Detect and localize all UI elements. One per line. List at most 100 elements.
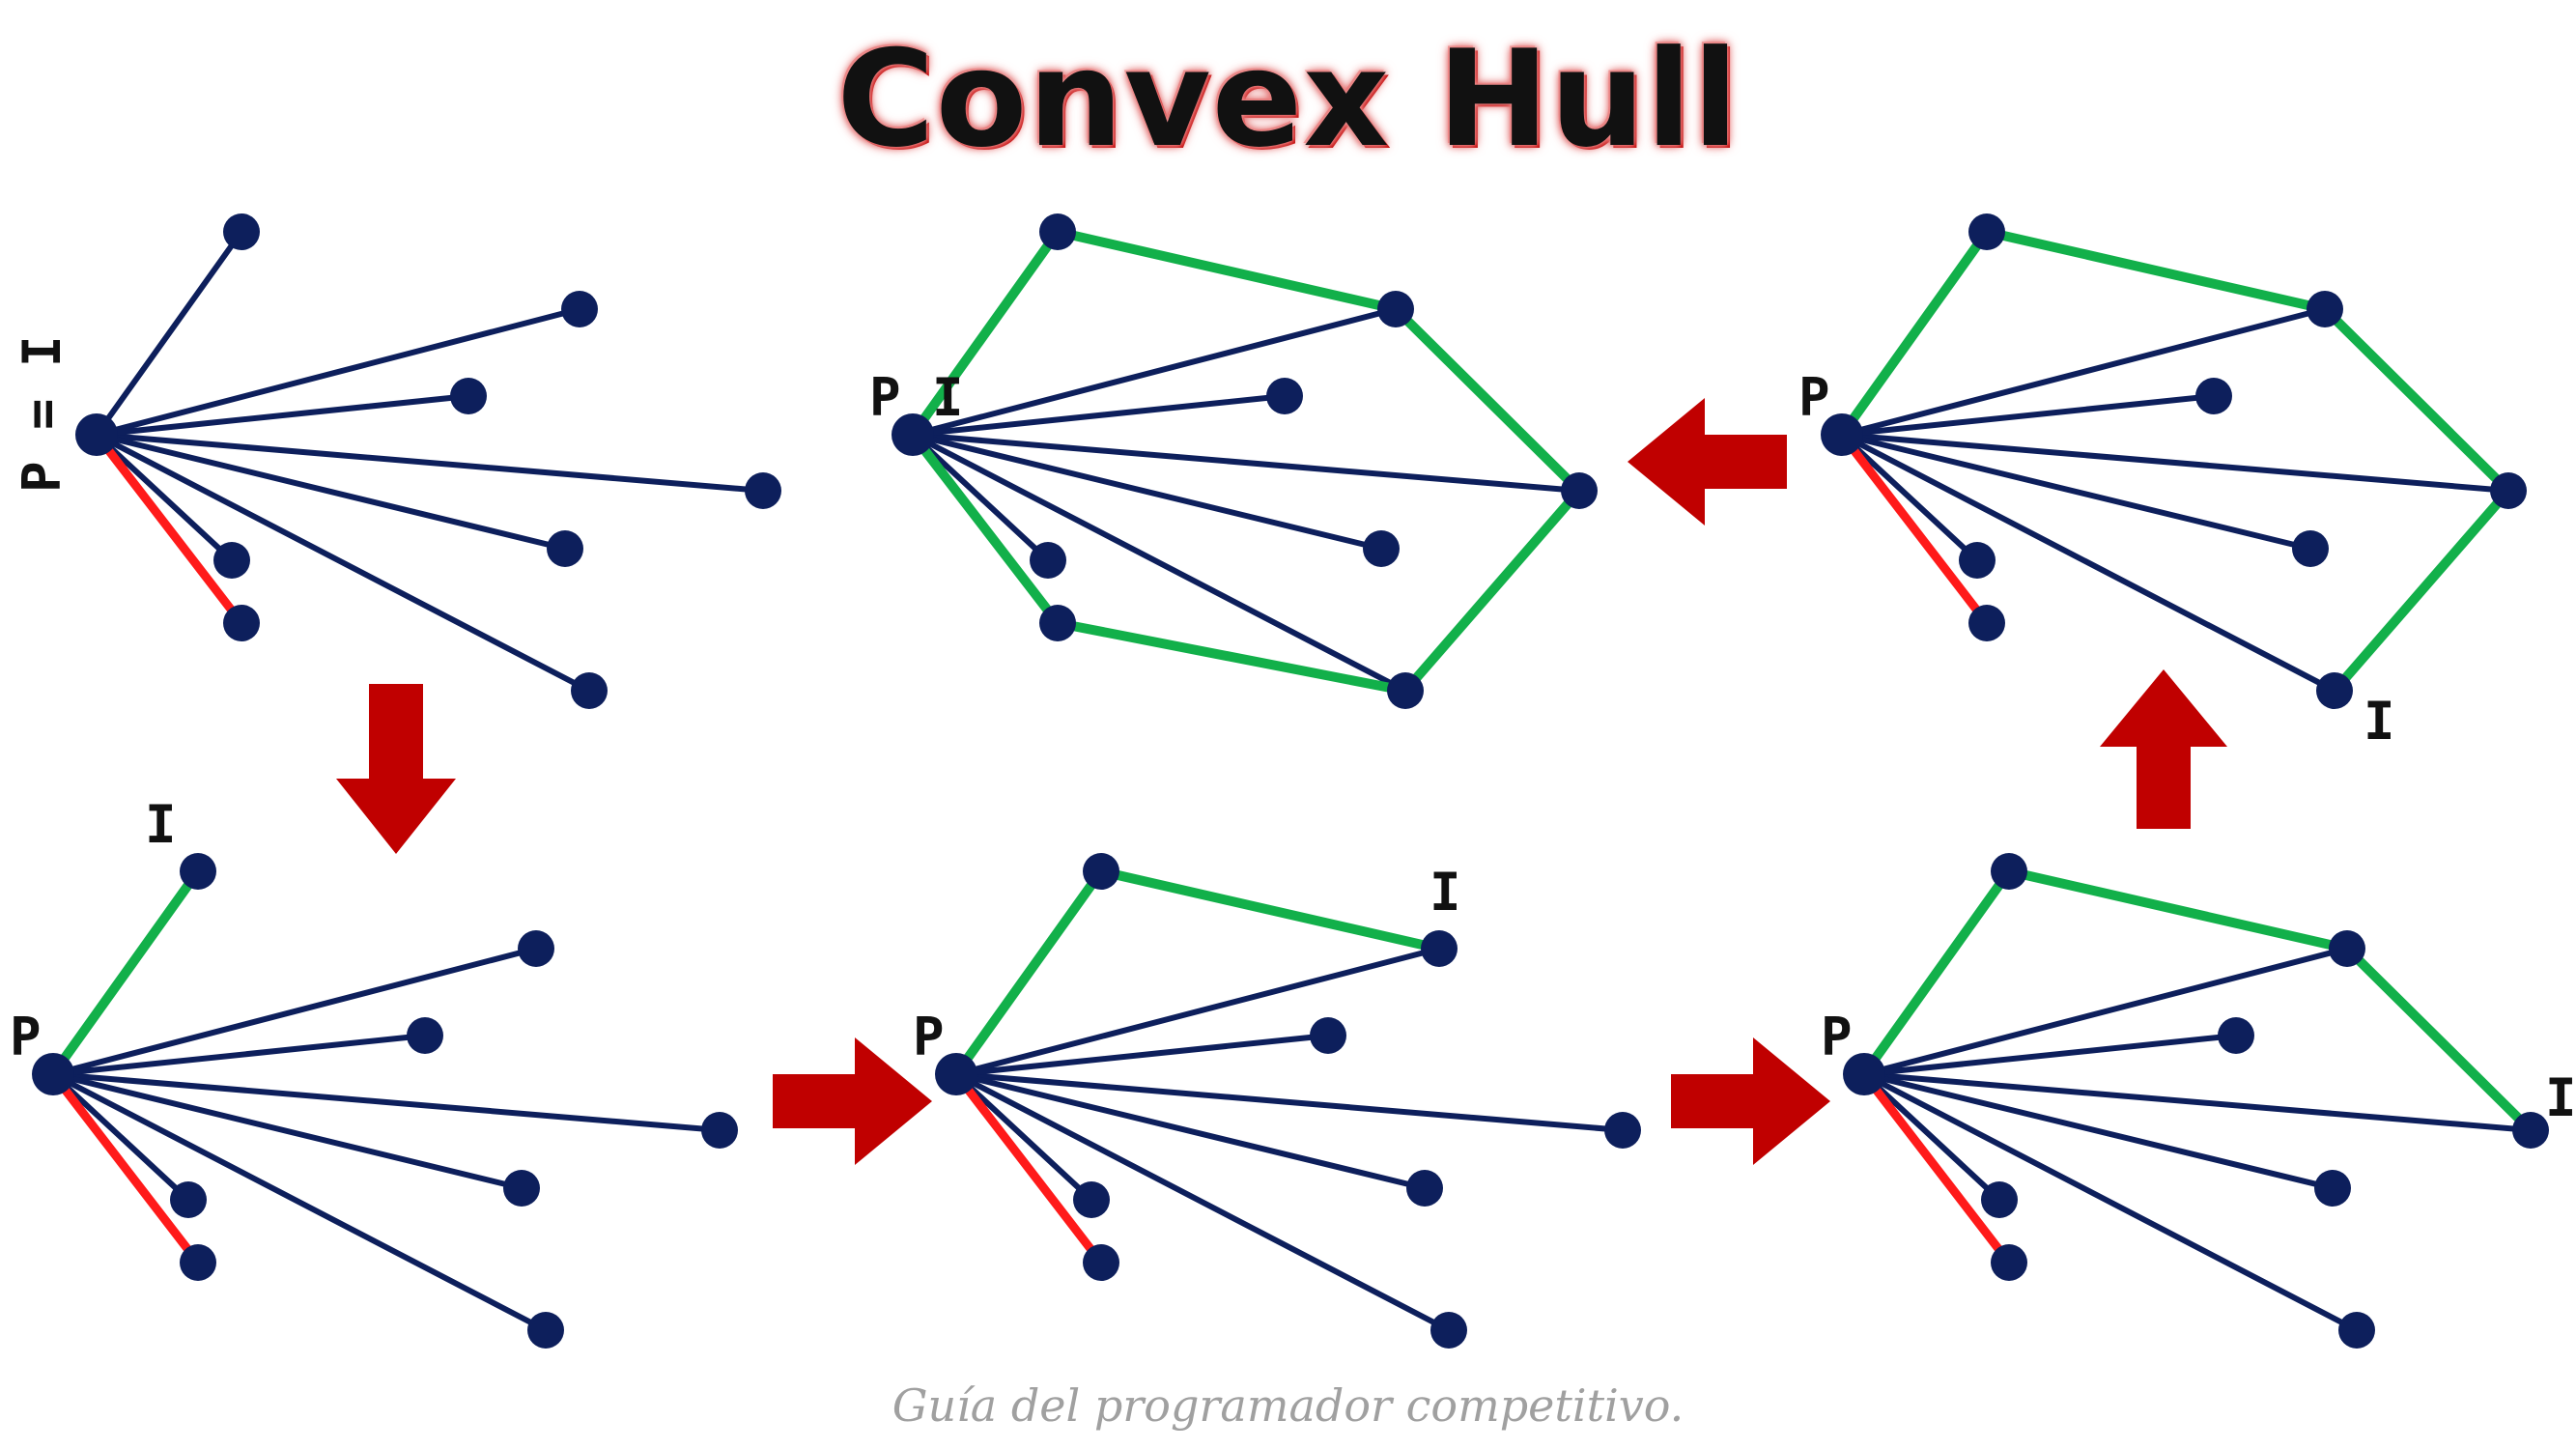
spoke-line	[1839, 432, 2511, 494]
spoke-line	[1861, 1033, 2239, 1077]
data-point	[1406, 1170, 1443, 1207]
data-point	[701, 1112, 738, 1149]
spoke-line	[1861, 1071, 2335, 1191]
spoke-line	[1861, 1071, 2002, 1203]
spoke-line	[1861, 1071, 2360, 1333]
spoke-line	[50, 1033, 428, 1077]
data-point	[1083, 853, 1119, 890]
hull-edge	[1859, 867, 2014, 1079]
data-point	[1959, 542, 1996, 579]
data-point	[1561, 472, 1598, 509]
data-point	[1421, 930, 1458, 967]
hull-edge	[2342, 944, 2535, 1135]
hull-edge	[908, 430, 1062, 628]
data-point	[1030, 542, 1066, 579]
pivot-label: P	[1798, 367, 1830, 428]
panel-step-2: PI	[10, 794, 738, 1349]
spoke-line	[94, 432, 568, 552]
pivot-point	[32, 1053, 74, 1095]
data-point	[180, 1244, 216, 1281]
data-point	[213, 542, 250, 579]
hull-edge	[1982, 227, 2330, 314]
data-point	[1310, 1017, 1346, 1054]
spoke-line	[1839, 432, 2313, 552]
spoke-line	[1839, 306, 2328, 438]
reference-edge	[92, 430, 246, 628]
spoke-line	[1861, 946, 2350, 1077]
spoke-line	[94, 432, 592, 694]
step-arrow-up	[2100, 669, 2227, 829]
hull-edge	[1053, 618, 1410, 696]
spoke-line	[910, 432, 1384, 552]
current-label: I	[2364, 691, 2395, 752]
panel-step-1: P = I	[12, 213, 781, 709]
data-point	[1991, 1244, 2027, 1281]
data-point	[2218, 1017, 2254, 1054]
spoke-line	[953, 1033, 1331, 1077]
hull-edge	[2330, 486, 2513, 696]
pivot-point	[892, 413, 934, 456]
hull-edge	[908, 227, 1062, 440]
pivot-label: P	[869, 367, 901, 428]
data-point	[1604, 1112, 1641, 1149]
step-arrow-left	[1628, 398, 1787, 526]
data-point	[547, 530, 583, 567]
spoke-line	[94, 306, 582, 438]
spoke-line	[94, 432, 235, 563]
data-point	[1968, 213, 2005, 250]
pivot-point	[1843, 1053, 1885, 1095]
data-point	[223, 605, 260, 641]
data-point	[170, 1181, 207, 1218]
data-point	[745, 472, 781, 509]
spoke-line	[50, 1071, 191, 1203]
pivot-label: P	[1821, 1007, 1853, 1067]
spoke-line	[910, 306, 1399, 438]
hull-edge	[1391, 304, 1584, 496]
spoke-line	[50, 1071, 549, 1333]
panel-step-4: PI	[1821, 853, 2576, 1349]
data-point	[2512, 1112, 2549, 1149]
data-point	[518, 930, 554, 967]
pivot-label: P	[10, 1007, 42, 1067]
pivot-point	[935, 1053, 977, 1095]
current-label: I	[145, 794, 177, 855]
data-point	[1981, 1181, 2018, 1218]
data-point	[561, 291, 598, 327]
hull-edge	[1837, 227, 1992, 440]
spoke-line	[953, 1071, 1094, 1203]
page-title: Convex Hull	[836, 21, 1740, 177]
step-arrow-right	[1671, 1037, 1830, 1165]
spoke-line	[1861, 1071, 2534, 1133]
spoke-line	[94, 393, 471, 438]
data-point	[1968, 605, 2005, 641]
reference-edge	[1837, 430, 1992, 628]
data-point	[1377, 291, 1414, 327]
data-point	[407, 1017, 443, 1054]
data-point	[571, 672, 608, 709]
current-label: I	[1430, 862, 1461, 923]
spoke-line	[953, 946, 1442, 1077]
spoke-line	[953, 1071, 1428, 1191]
data-point	[2314, 1170, 2351, 1207]
data-point	[527, 1312, 564, 1349]
spoke-line	[1839, 432, 1980, 563]
step-arrow-right	[773, 1037, 932, 1165]
data-point	[2307, 291, 2343, 327]
hull-edge	[48, 867, 203, 1079]
hull-edge	[951, 867, 1106, 1079]
step-arrow-down	[336, 684, 456, 854]
spoke-line	[94, 229, 244, 438]
spoke-line	[1839, 393, 2217, 438]
panel-step-5: PI	[1798, 213, 2527, 752]
hull-edge	[1053, 227, 1401, 314]
data-point	[1073, 1181, 1110, 1218]
data-point	[2329, 930, 2365, 967]
pivot-point	[1821, 413, 1863, 456]
data-point	[2490, 472, 2527, 509]
pivot-label: P = I	[12, 335, 72, 493]
reference-edge	[951, 1069, 1106, 1267]
spoke-line	[910, 393, 1288, 438]
data-point	[180, 853, 216, 890]
spoke-line	[94, 432, 766, 494]
data-point	[503, 1170, 540, 1207]
